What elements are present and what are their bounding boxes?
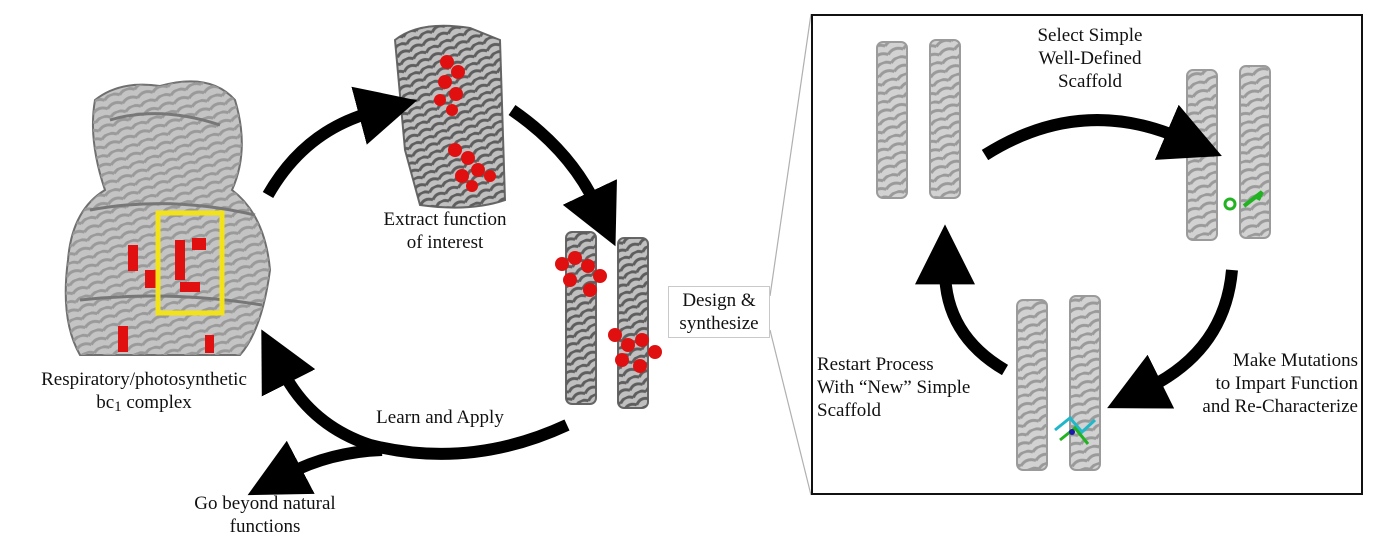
arrow-go-beyond [247, 440, 383, 496]
mutations-label: Make Mutations to Impart Function and Re… [1202, 350, 1358, 417]
highlight-box [155, 210, 225, 316]
extracted-helix-bundle-icon [393, 24, 507, 209]
arrow-to-extract [262, 86, 418, 198]
complex-label-line1: Respiratory/photosynthetic [41, 369, 247, 390]
extract-label: Extract function of interest [383, 209, 507, 253]
arrow-to-mutate [981, 104, 1222, 161]
cycle-arrows-inset [915, 104, 1238, 409]
select-scaffold-label: Select Simple Well-Defined Scaffold [1037, 25, 1143, 92]
functional-helix-pair-icon [1016, 295, 1101, 471]
go-beyond-label: Go beyond natural functions [194, 493, 336, 537]
learn-apply-label: Learn and Apply [376, 407, 504, 428]
inset-connector-lines [769, 13, 812, 496]
complex-label: Respiratory/photosynthetic bc1 complex [14, 368, 274, 419]
arrow-to-design [508, 105, 617, 247]
cycle-arrows-left [247, 86, 617, 496]
design-cycle-inset [811, 14, 1363, 495]
bc1-complex-structure-icon [64, 80, 272, 356]
arrow-to-characterize [1107, 269, 1238, 409]
design-label-box [668, 286, 770, 338]
design-label: Design & synthesize [679, 290, 759, 334]
arrow-restart [915, 224, 1009, 376]
designed-helix-pair-icon [555, 231, 662, 409]
scaffold-helix-pair-icon [876, 39, 961, 199]
complex-label-line2: bc1 complex [96, 392, 192, 415]
restart-label: Restart Process With “New” Simple Scaffo… [817, 354, 971, 421]
